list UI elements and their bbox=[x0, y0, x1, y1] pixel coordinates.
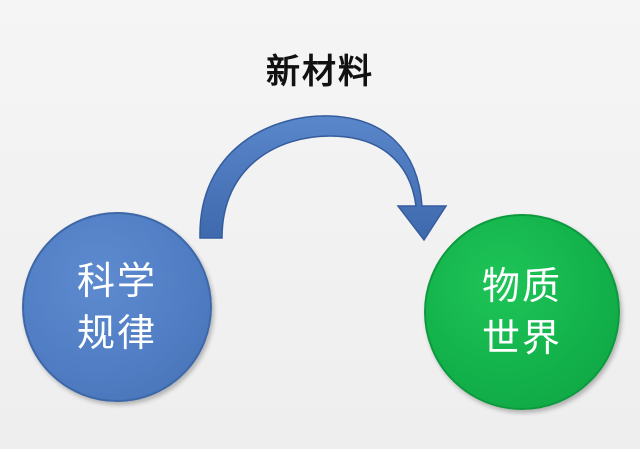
target-node-line1: 物质 bbox=[481, 264, 562, 308]
source-node-circle: 科学 规律 bbox=[22, 212, 212, 402]
target-node-circle: 物质 世界 bbox=[424, 214, 620, 410]
source-node-line2: 规律 bbox=[76, 311, 157, 355]
target-node-line2: 世界 bbox=[481, 316, 562, 360]
arrow-shape bbox=[199, 115, 448, 242]
diagram-title: 新材料 bbox=[266, 52, 374, 92]
source-node-line1: 科学 bbox=[76, 259, 157, 303]
